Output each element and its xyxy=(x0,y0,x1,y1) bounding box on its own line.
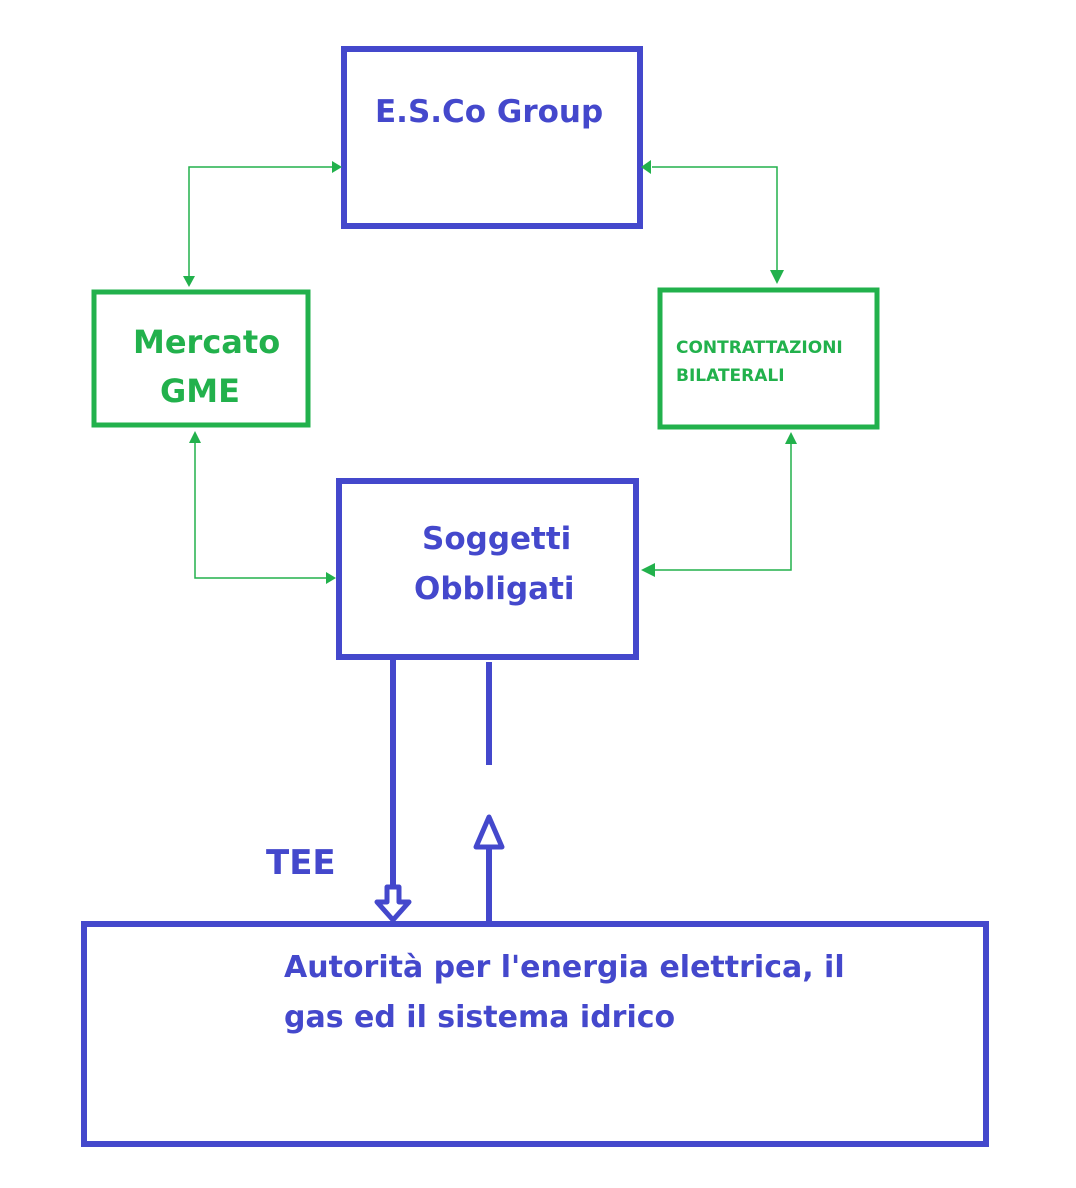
bilateral-box xyxy=(657,287,880,430)
tee-down-arrow xyxy=(374,660,412,923)
gme-title-line1: Mercato xyxy=(133,323,281,361)
esco-gme-connector xyxy=(183,161,342,287)
bilateral-obligated-connector xyxy=(641,432,797,577)
esco-title: E.S.Co Group xyxy=(375,94,604,130)
gme-title-line2: GME xyxy=(160,372,240,410)
obligated-title-line1: Soggetti xyxy=(422,521,572,557)
bilateral-title-line1: CONTRATTAZIONI xyxy=(676,338,843,358)
tee-label: TEE xyxy=(266,843,336,883)
esco-bilateral-connector xyxy=(641,160,784,284)
obligated-title-line2: Obbligati xyxy=(414,571,575,607)
obligated-box xyxy=(336,478,639,660)
tee-up-arrow xyxy=(473,662,505,921)
bilateral-title-line2: BILATERALI xyxy=(676,366,785,386)
gme-box xyxy=(91,289,311,428)
authority-title-line2: gas ed il sistema idrico xyxy=(284,1000,676,1035)
esco-box xyxy=(341,46,643,229)
gme-obligated-connector xyxy=(189,431,336,584)
authority-box xyxy=(81,921,989,1147)
authority-title-line1: Autorità per l'energia elettrica, il xyxy=(284,950,845,985)
